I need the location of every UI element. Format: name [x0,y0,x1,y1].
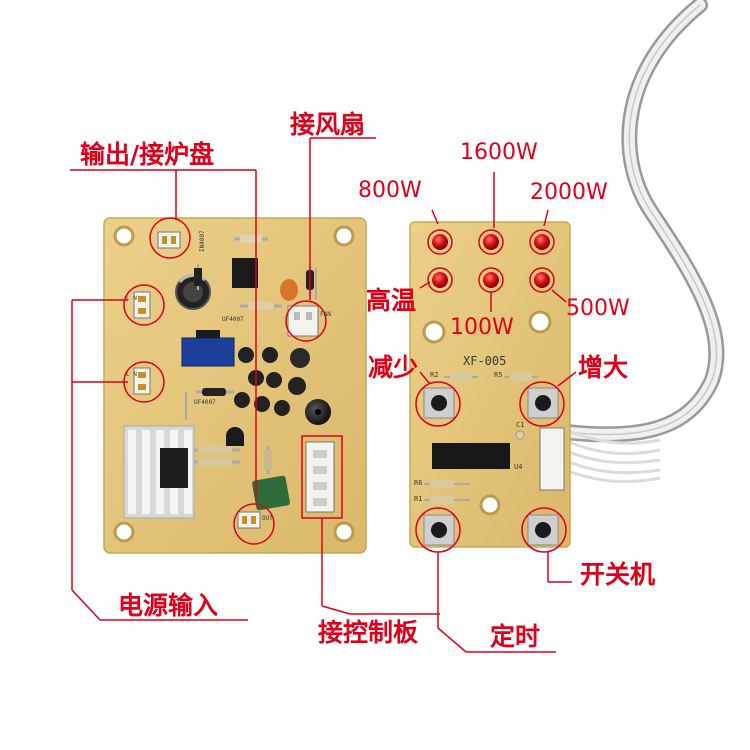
power-board [103,217,367,554]
board-ln-b-label: L N [126,371,137,378]
board-r1-label: R1 [414,495,423,503]
led-100w [483,272,499,288]
mounting-holes [113,225,355,543]
board-model-label: XF-005 [463,354,507,368]
led-2000w [534,234,550,250]
board-r2-label: R2 [430,371,439,379]
label-decrease: 减少 [368,353,419,382]
label-high-temp: 高温 [366,286,417,315]
label-1600w: 1600W [460,140,538,165]
board-fan-label: FAN [320,311,331,318]
label-timer: 定时 [490,622,541,651]
led-500w [534,272,550,288]
label-800w: 800W [358,178,422,203]
board-r5-label: R5 [494,371,503,379]
label-fan: 接风扇 [290,110,366,139]
tact-buttons [423,387,559,546]
label-500w: 500W [566,296,630,321]
board-c1-label: C1 [516,421,525,429]
resistors [190,235,314,474]
board-ln-a-label: L N [126,295,137,302]
led-800w [432,234,448,250]
label-control-board: 接控制板 [318,618,419,647]
led-1600w [483,234,499,250]
label-power-switch: 开关机 [580,560,656,589]
board-in4007-label: IN4007 [199,230,206,252]
label-2000w: 2000W [530,180,608,205]
board-u4-label: U4 [514,463,523,471]
heatsink [123,425,195,519]
label-100w: 100W [450,315,514,340]
control-board [409,221,571,548]
board-out-label: OUT [262,515,273,522]
annotation-overlay [70,137,577,653]
board-uf4007-a-label: UF4007 [222,316,244,323]
board-r6-label: R6 [414,479,423,487]
led-indicators [432,234,550,288]
led-high-temp [432,272,448,288]
label-output-burner: 输出/接炉盘 [80,140,215,169]
label-power-input: 电源输入 [118,591,219,620]
ribbon-cable [558,0,725,443]
label-increase: 增大 [578,353,629,382]
board-uf4007-b-label: UF4007 [194,399,216,406]
